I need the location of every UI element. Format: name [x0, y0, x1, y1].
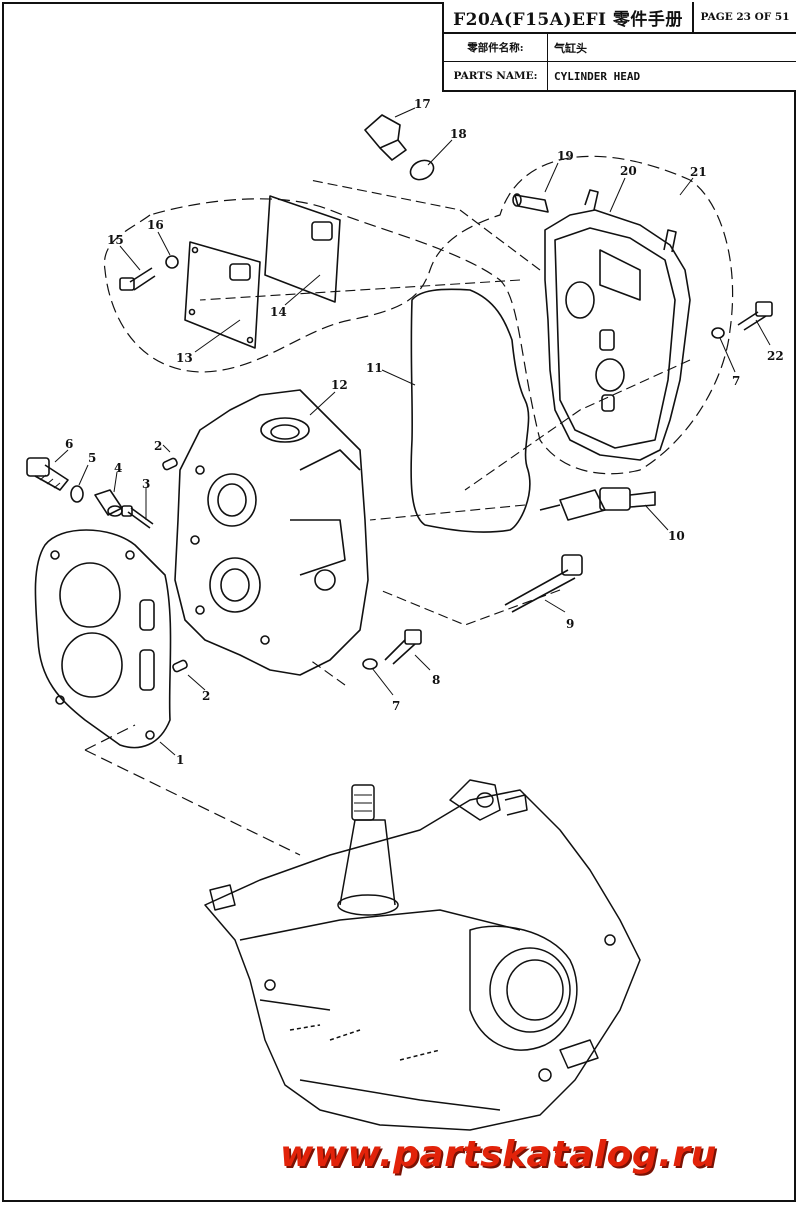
plug-6 — [26, 457, 69, 491]
callout-1: 1 — [176, 753, 184, 767]
watermark-link[interactable]: www.partskatalog.ru — [280, 1134, 717, 1175]
callout-22: 22 — [767, 349, 784, 363]
spark-plug-10 — [539, 487, 656, 521]
callout-19: 19 — [557, 149, 574, 163]
callout-7-lower: 7 — [392, 699, 400, 713]
cover-group-outline — [103, 155, 734, 475]
callout-15: 15 — [107, 233, 124, 247]
parts-name-row: PARTS NAME: CYLINDER HEAD — [444, 62, 796, 90]
callout-12: 12 — [331, 378, 348, 392]
head-gasket — [34, 529, 172, 749]
callout-10: 10 — [668, 529, 685, 543]
bolt-22 — [737, 301, 773, 331]
manual-title: F20A(F15A)EFI 零件手册 — [444, 2, 694, 32]
bolt-8 — [384, 629, 422, 665]
bolt-9 — [504, 554, 583, 613]
washer-7-upper — [711, 327, 725, 339]
callout-4: 4 — [114, 461, 122, 475]
leader-lines — [199, 179, 691, 686]
o-ring-5 — [70, 485, 84, 503]
chinese-name-row: 零部件名称: 气缸头 — [444, 34, 796, 62]
breather-gasket-14 — [264, 195, 341, 303]
parts-name-value: CYLINDER HEAD — [554, 69, 641, 83]
callout-8: 8 — [432, 673, 440, 687]
dowel-pin-2-lower — [172, 659, 188, 673]
title-block: F20A(F15A)EFI 零件手册 PAGE 23 OF 51 零部件名称: … — [442, 2, 796, 92]
title-row: F20A(F15A)EFI 零件手册 PAGE 23 OF 51 — [444, 2, 796, 34]
page-number: PAGE 23 OF 51 — [700, 11, 790, 23]
callout-9: 9 — [566, 617, 574, 631]
collar-4 — [94, 489, 123, 517]
callout-2-upper: 2 — [154, 439, 162, 453]
bolt-15 — [119, 267, 156, 291]
callout-3: 3 — [142, 477, 150, 491]
parts-name-label: PARTS NAME: — [444, 62, 548, 90]
callout-21: 21 — [690, 165, 707, 179]
callout-20: 20 — [620, 164, 637, 178]
cylinder-block — [204, 779, 641, 1131]
cylinder-head-cover — [544, 189, 691, 461]
cover-gasket-11 — [410, 288, 531, 533]
head-to-block-outline — [84, 724, 301, 856]
dowel-pin-2-upper — [162, 457, 178, 471]
callout-11: 11 — [366, 361, 383, 375]
o-ring-18 — [409, 159, 435, 181]
callout-17: 17 — [414, 97, 431, 111]
washer-16 — [165, 255, 179, 269]
chinese-name-value: 气缸头 — [554, 41, 587, 55]
chinese-name-label: 零部件名称: — [444, 34, 548, 61]
breather-plate-13 — [184, 241, 261, 349]
breather-pipe-19 — [512, 193, 549, 213]
callout-5: 5 — [88, 451, 96, 465]
cylinder-head — [174, 389, 369, 676]
callout-2-lower: 2 — [202, 689, 210, 703]
callout-14: 14 — [270, 305, 287, 319]
callout-18: 18 — [450, 127, 467, 141]
washer-7-lower — [362, 658, 378, 670]
oil-filler-cap-17 — [364, 114, 407, 161]
callout-13: 13 — [176, 351, 193, 365]
callout-16: 16 — [147, 218, 164, 232]
callout-leaders — [54, 107, 771, 756]
callout-7-upper: 7 — [732, 374, 740, 388]
bolt-3 — [121, 505, 154, 529]
callout-6: 6 — [65, 437, 73, 451]
